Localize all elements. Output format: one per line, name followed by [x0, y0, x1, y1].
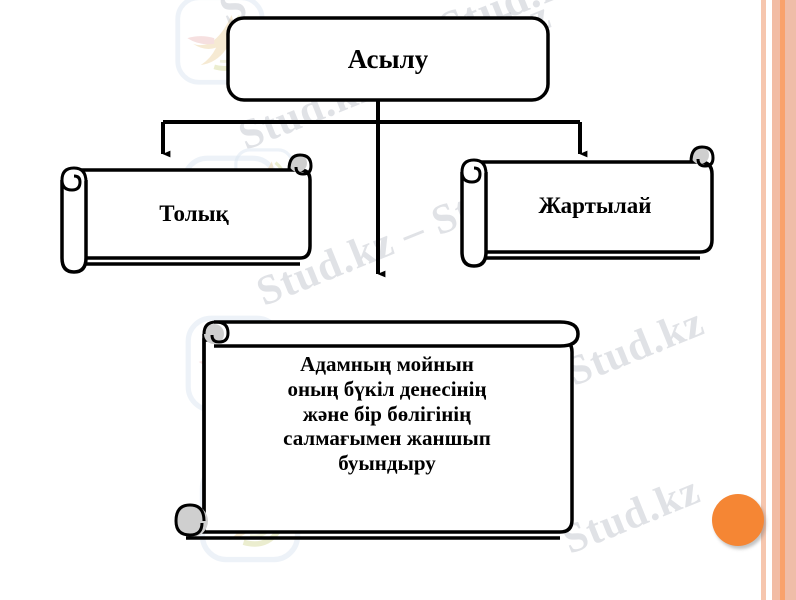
decorative-stripe [772, 0, 780, 600]
decorative-stripe [785, 0, 796, 600]
decorative-stripe [761, 0, 766, 600]
node-bottom-branch[interactable] [174, 320, 580, 540]
node-bottom-branch-line: және бір бөлігінің [302, 401, 472, 426]
decorative-stripe [780, 0, 785, 600]
node-root-label: Асылу [347, 44, 429, 74]
node-left-branch[interactable] [60, 153, 313, 274]
node-right-branch-label: Жартылай [538, 193, 652, 218]
node-bottom-branch-line: оның бүкіл денесінің [287, 376, 487, 401]
orange-dot-decoration [712, 494, 764, 546]
node-left-branch-label: Толық [159, 201, 229, 226]
node-right-branch[interactable] [460, 145, 715, 268]
node-bottom-branch-line: Адамның мойнын [300, 352, 474, 376]
node-bottom-branch-line: салмағымен жаншып [283, 426, 491, 451]
node-root[interactable] [226, 16, 550, 102]
node-bottom-branch-line: буындыру [338, 451, 436, 476]
